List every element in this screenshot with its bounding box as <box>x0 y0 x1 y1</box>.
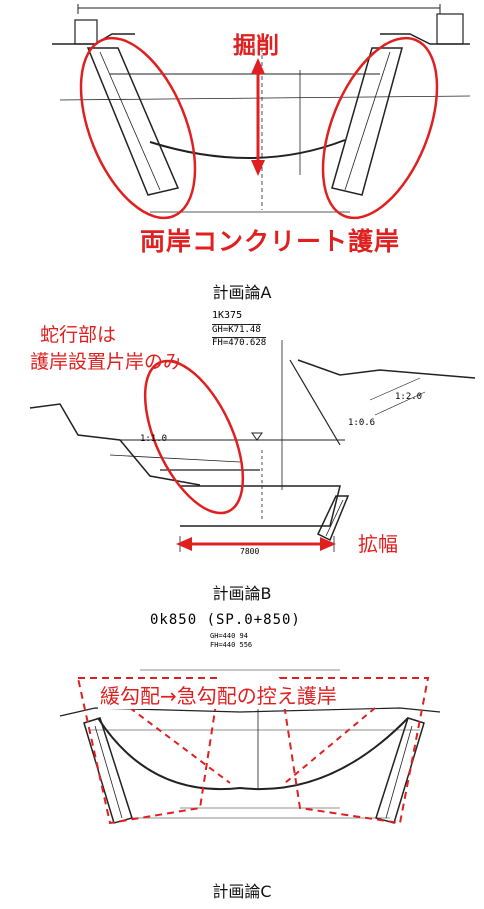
station-c: 0k850 (SP.0+850) <box>150 612 301 628</box>
elevation-b-1: GH=K71.48 <box>212 324 261 335</box>
caption-b: 計画論B <box>212 584 272 603</box>
section-b-panel: 1K375 GH=K71.48 FH=470.628 蛇行部は 護岸設置片岸のみ… <box>0 300 484 575</box>
section-b-drawing <box>29 340 476 552</box>
meander-note-line1: 蛇行部は <box>40 324 117 346</box>
section-a-panel: 掘削 両岸コンクリート護岸 <box>0 0 484 275</box>
widen-label: 拡幅 <box>358 532 398 556</box>
section-a-drawing <box>52 4 471 220</box>
excavation-label: 掘削 <box>233 33 279 59</box>
width-dimension: 7800 <box>240 547 260 556</box>
revetment-label: 両岸コンクリート護岸 <box>140 227 401 256</box>
elevation-c-1: GH=440 94 <box>210 632 248 640</box>
slope-label-2: 1:0.6 <box>348 418 376 428</box>
slope-label-3: 1:2.0 <box>395 392 423 402</box>
slope-label-1: 1:1.0 <box>140 434 168 444</box>
elevation-c-2: FH=440 556 <box>210 641 253 649</box>
caption-a: 計画論A <box>212 283 272 302</box>
slope-change-label: 緩勾配→急勾配の控え護岸 <box>98 680 339 709</box>
caption-c: 計画論C <box>212 882 272 901</box>
section-c-panel: 0k850 (SP.0+850) GH=440 94 FH=440 556 緩勾… <box>0 608 484 873</box>
elevation-b-2: FH=470.628 <box>212 337 267 348</box>
station-b: 1K375 <box>212 310 243 321</box>
meander-note-line2: 護岸設置片岸のみ <box>30 351 183 373</box>
section-c-drawing <box>59 669 441 825</box>
